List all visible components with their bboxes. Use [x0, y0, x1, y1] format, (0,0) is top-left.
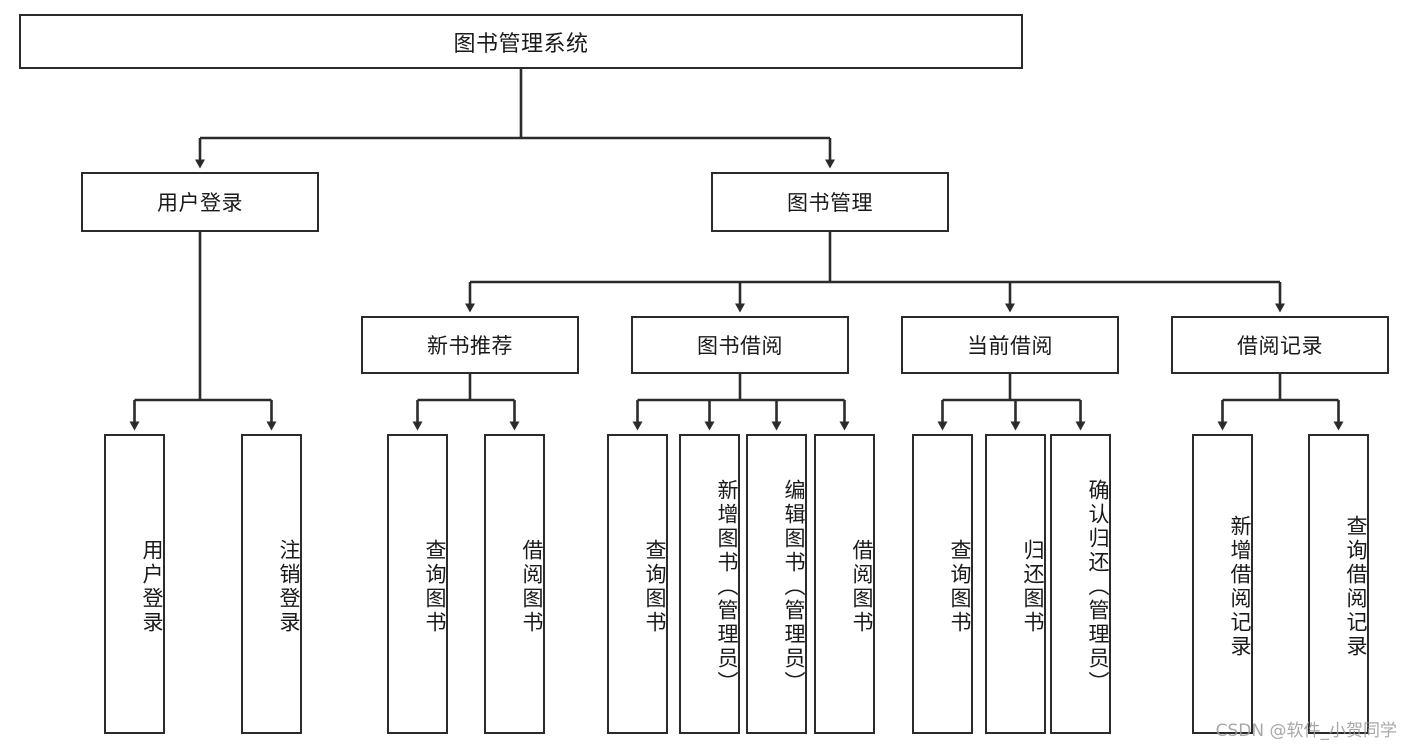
node-leaf-user-logout[interactable]: 注销登录	[241, 434, 302, 734]
node-records[interactable]: 借阅记录	[1171, 316, 1389, 374]
node-leaf-bw-query[interactable]: 查询图书	[607, 434, 668, 734]
node-leaf-bw-borrow[interactable]: 借阅图书	[814, 434, 875, 734]
node-login[interactable]: 用户登录	[81, 172, 319, 232]
node-root[interactable]: 图书管理系统	[19, 14, 1023, 69]
node-label: 新增图书（管理员）	[715, 479, 739, 695]
node-label: 编辑图书（管理员）	[782, 479, 806, 695]
node-label: 查询图书	[643, 539, 667, 635]
node-label: 当前借阅	[967, 334, 1053, 358]
node-label: 借阅图书	[850, 539, 874, 635]
node-label: 新书推荐	[427, 334, 513, 358]
node-bookmgmt[interactable]: 图书管理	[711, 172, 949, 232]
node-label: 查询借阅记录	[1344, 515, 1368, 659]
node-label: 确认归还（管理员）	[1086, 479, 1110, 695]
node-label: 借阅记录	[1237, 334, 1323, 358]
node-leaf-nb-borrow[interactable]: 借阅图书	[484, 434, 545, 734]
node-label: 图书管理	[787, 191, 873, 215]
node-newbook[interactable]: 新书推荐	[361, 316, 579, 374]
node-leaf-bw-edit[interactable]: 编辑图书（管理员）	[746, 434, 807, 734]
node-label: 查询图书	[423, 539, 447, 635]
node-leaf-rec-query[interactable]: 查询借阅记录	[1308, 434, 1369, 734]
node-leaf-cur-confirm[interactable]: 确认归还（管理员）	[1050, 434, 1111, 734]
node-borrow[interactable]: 图书借阅	[631, 316, 849, 374]
watermark-text: CSDN @软件_小贺同学	[1215, 721, 1397, 741]
node-label: 用户登录	[140, 539, 164, 635]
node-leaf-bw-add[interactable]: 新增图书（管理员）	[679, 434, 740, 734]
node-label: 查询图书	[948, 539, 972, 635]
node-leaf-nb-query[interactable]: 查询图书	[387, 434, 448, 734]
node-label: 用户登录	[157, 191, 243, 215]
node-leaf-user-login[interactable]: 用户登录	[104, 434, 165, 734]
node-label: 图书管理系统	[453, 31, 589, 57]
node-leaf-cur-query[interactable]: 查询图书	[912, 434, 973, 734]
node-label: 新增借阅记录	[1228, 515, 1252, 659]
node-leaf-cur-return[interactable]: 归还图书	[985, 434, 1046, 734]
node-label: 归还图书	[1021, 539, 1045, 635]
node-label: 借阅图书	[520, 539, 544, 635]
node-label: 图书借阅	[697, 334, 783, 358]
node-leaf-rec-add[interactable]: 新增借阅记录	[1192, 434, 1253, 734]
node-current[interactable]: 当前借阅	[901, 316, 1119, 374]
node-label: 注销登录	[277, 539, 301, 635]
